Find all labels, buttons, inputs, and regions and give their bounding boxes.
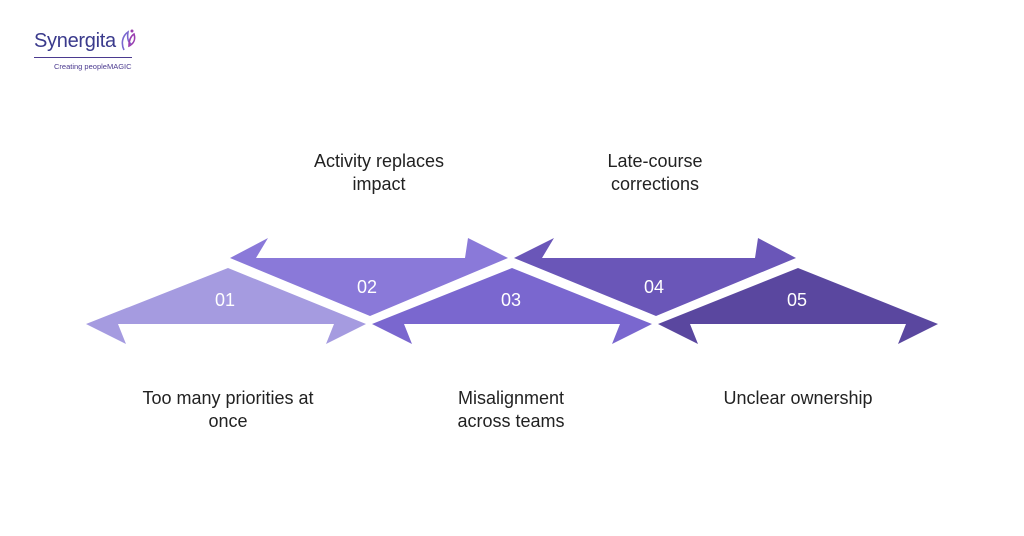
step-03-arrow bbox=[372, 268, 652, 344]
step-02-label: Activity replaces impact bbox=[313, 151, 445, 194]
step-01-number: 01 bbox=[215, 290, 235, 310]
step-05: 05 bbox=[658, 268, 938, 344]
step-05-label: Unclear ownership bbox=[723, 388, 873, 408]
step-05-arrow bbox=[658, 268, 938, 344]
brand-tagline: Creating peopleMAGIC bbox=[54, 62, 132, 71]
step-04-number: 04 bbox=[644, 277, 664, 297]
step-03: 03 bbox=[372, 268, 652, 344]
step-01-label: Too many priorities at once bbox=[142, 388, 314, 431]
brand-name: Synergita bbox=[34, 30, 116, 52]
brand-logo: Synergita Creating peopleMAGIC bbox=[34, 29, 144, 71]
step-04: 04 bbox=[514, 238, 796, 316]
step-04-arrow bbox=[514, 238, 796, 316]
brand-underline bbox=[34, 57, 132, 58]
step-02-number: 02 bbox=[357, 277, 377, 297]
step-01-arrow bbox=[86, 268, 366, 344]
step-03-label: Misalignment across teams bbox=[457, 388, 565, 431]
step-04-label: Late-course corrections bbox=[607, 151, 703, 194]
step-01: 01 bbox=[86, 268, 366, 344]
step-03-number: 03 bbox=[501, 290, 521, 310]
butterfly-icon bbox=[121, 29, 136, 51]
step-02-arrow bbox=[230, 238, 508, 316]
step-05-number: 05 bbox=[787, 290, 807, 310]
step-02: 02 bbox=[230, 238, 508, 316]
